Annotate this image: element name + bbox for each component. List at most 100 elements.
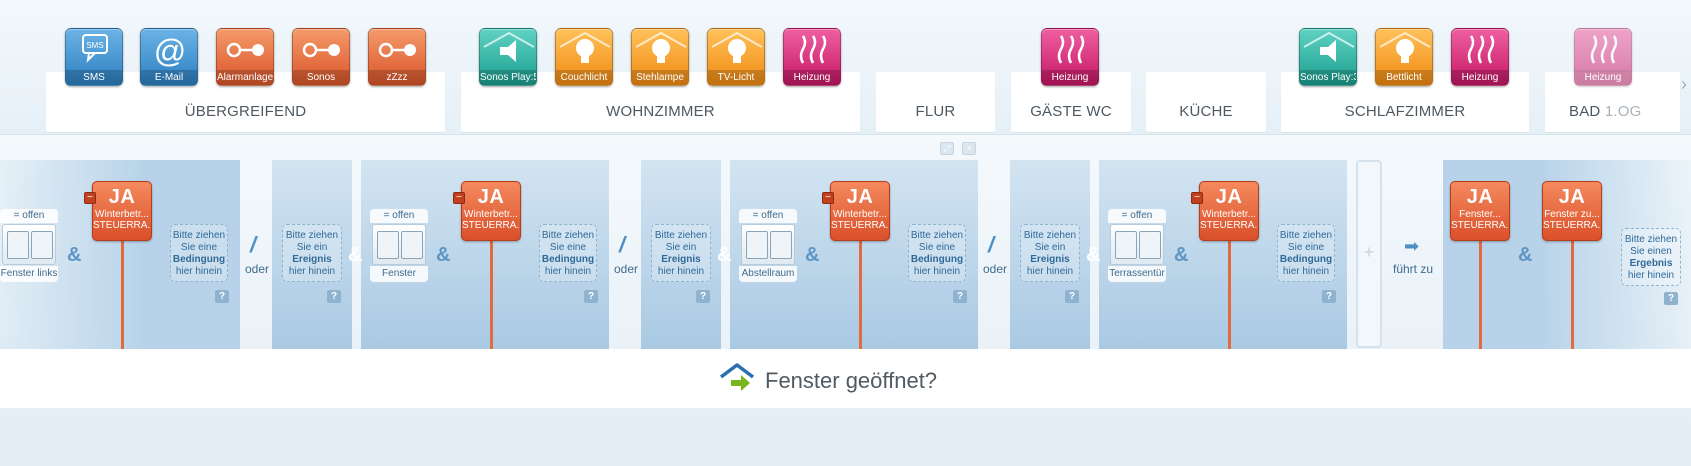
bulb-icon (559, 31, 611, 63)
ja-label: JA (1558, 186, 1586, 208)
tile-label: Heizung (784, 70, 840, 85)
window-icon (2, 224, 56, 265)
device-tile-sonos-play5[interactable]: Sonos Play:5 (479, 28, 537, 86)
device-tile-tv-licht[interactable]: TV-Licht (707, 28, 765, 86)
condition-dropzone[interactable]: Bitte ziehen Sie eine Bedingung hier hin… (539, 224, 597, 282)
dropzone-text: hier hinein (657, 266, 705, 277)
device-tile-sonos[interactable]: Sonos (292, 28, 350, 86)
svg-text:SMS: SMS (86, 41, 103, 50)
ja-line1: Winterbetr... (95, 209, 149, 220)
event-dropzone[interactable]: Bitte ziehen Sie ein Ereignis hier hinei… (651, 224, 711, 282)
event-dropzone[interactable]: Bitte ziehen Sie ein Ereignis hier hinei… (282, 224, 342, 282)
dropzone-text: hier hinein (1282, 266, 1330, 277)
ja-block[interactable]: − JA Winterbetr... STEUERRA... (822, 181, 890, 241)
condition-fenster-links[interactable]: = offen Fenster links (0, 209, 58, 283)
help-button[interactable]: ? (215, 290, 229, 303)
device-tile-alarmanlage[interactable]: Alarmanlage (216, 28, 274, 86)
device-tile-heizung-gaeste-wc[interactable]: Heizung (1041, 28, 1099, 86)
result-dropzone[interactable]: Bitte ziehen Sie einen Ergebnis hier hin… (1621, 228, 1681, 286)
or-label: oder (614, 262, 639, 276)
ja-label: JA (108, 186, 136, 208)
device-tile-bettlicht[interactable]: Bettlicht (1375, 28, 1433, 86)
event-column (641, 160, 721, 349)
event-column (272, 160, 352, 349)
remove-icon[interactable]: − (453, 192, 465, 204)
add-rule-slot[interactable]: + (1356, 160, 1382, 348)
device-tile-email[interactable]: @ E-Mail (140, 28, 198, 86)
room-label: SCHLAFZIMMER (1344, 103, 1466, 120)
tile-label: Heizung (1452, 70, 1508, 85)
condition-fenster[interactable]: = offen Fenster (370, 209, 428, 283)
device-tile-couchlicht[interactable]: Couchlicht (555, 28, 613, 86)
dropzone-text: Sie eine (549, 242, 587, 253)
device-tile-sonos-play3[interactable]: Sonos Play:3 (1299, 28, 1357, 86)
close-icon[interactable]: × (962, 142, 976, 155)
and-operator: & (67, 244, 82, 266)
dropzone-text: Bitte ziehen (285, 230, 339, 241)
remove-icon[interactable]: − (84, 192, 96, 204)
ja-line1: Fenster... (1459, 209, 1501, 220)
condition-terrassentuer[interactable]: = offen Terrassentür (1108, 209, 1166, 283)
connector-line (1228, 241, 1231, 349)
help-button[interactable]: ? (1664, 292, 1678, 305)
device-tile-heizung-schlafzimmer[interactable]: Heizung (1451, 28, 1509, 86)
tile-label: Sonos (293, 70, 349, 85)
device-tile-heizung-bad[interactable]: Heizung (1574, 28, 1632, 86)
dropzone-text: Sie ein (1034, 242, 1066, 253)
room-label-faded: 1.OG (1604, 103, 1642, 120)
condition-dropzone[interactable]: Bitte ziehen Sie eine Bedingung hier hin… (908, 224, 966, 282)
ja-block[interactable]: JA Fenster zu... STEUERRA... (1542, 181, 1602, 241)
room-kueche[interactable]: KÜCHE (1146, 72, 1266, 132)
dropzone-text: Bitte ziehen (1023, 230, 1077, 241)
tile-label: Alarmanlage (217, 70, 273, 85)
help-button[interactable]: ? (1322, 290, 1336, 303)
device-tile-sms[interactable]: SMS SMS (65, 28, 123, 86)
tile-label: Sonos Play:3 (1300, 70, 1356, 85)
tile-label: Sonos Play:5 (480, 70, 536, 85)
device-tile-zzzz[interactable]: zZzz (368, 28, 426, 86)
dropzone-text: Sie ein (665, 242, 697, 253)
connector-line (1479, 241, 1482, 349)
expand-icon[interactable]: ⤢ (940, 142, 954, 155)
condition-label: Fenster (370, 266, 428, 282)
remove-icon[interactable]: − (822, 192, 834, 204)
tile-label: TV-Licht (708, 70, 764, 85)
email-icon: @ (154, 33, 186, 69)
ja-line1: Winterbetr... (464, 209, 518, 220)
condition-abstellraum[interactable]: = offen Abstellraum (739, 209, 797, 283)
help-button[interactable]: ? (327, 290, 341, 303)
dropzone-text: Bitte ziehen (1279, 230, 1333, 241)
device-tile-heizung-wohnzimmer[interactable]: Heizung (783, 28, 841, 86)
leads-to-label: führt zu (1393, 262, 1434, 276)
ja-block[interactable]: − JA Winterbetr... STEUERRA... (453, 181, 521, 241)
speaker-icon (1303, 31, 1355, 62)
add-icon: + (1363, 242, 1375, 262)
event-dropzone[interactable]: Bitte ziehen Sie ein Ereignis hier hinei… (1020, 224, 1080, 282)
help-button[interactable]: ? (1065, 290, 1079, 303)
help-button[interactable]: ? (696, 290, 710, 303)
scroll-right-icon[interactable]: › (1681, 74, 1687, 94)
ja-block[interactable]: − JA Winterbetr... STEUERRA... (84, 181, 152, 241)
help-button[interactable]: ? (584, 290, 598, 303)
remove-icon[interactable]: − (1191, 192, 1203, 204)
scene-title-bar (0, 349, 1691, 408)
ja-label: JA (477, 186, 505, 208)
ja-block[interactable]: JA Fenster... STEUERRA... (1450, 181, 1510, 241)
ja-block[interactable]: − JA Winterbetr... STEUERRA... (1191, 181, 1259, 241)
ja-line2: STEUERRA... (1451, 220, 1509, 231)
help-button[interactable]: ? (953, 290, 967, 303)
scene-title[interactable]: Fenster geöffnet? (765, 368, 938, 393)
tile-label: zZzz (369, 70, 425, 85)
speaker-icon (483, 31, 535, 62)
condition-dropzone[interactable]: Bitte ziehen Sie eine Bedingung hier hin… (170, 224, 228, 282)
room-gaeste-wc[interactable]: GÄSTE WC (1011, 72, 1131, 132)
dropzone-keyword: Ereignis (1030, 254, 1070, 265)
ja-label: JA (1215, 186, 1243, 208)
room-flur[interactable]: FLUR (876, 72, 995, 132)
room-bad-1og[interactable]: BAD 1.OG (1545, 72, 1680, 132)
connector-line (1571, 241, 1574, 349)
condition-state: = offen (739, 209, 797, 223)
dropzone-text: Bitte ziehen (172, 230, 226, 241)
condition-dropzone[interactable]: Bitte ziehen Sie eine Bedingung hier hin… (1277, 224, 1335, 282)
device-tile-stehlampe[interactable]: Stehlampe (631, 28, 689, 86)
